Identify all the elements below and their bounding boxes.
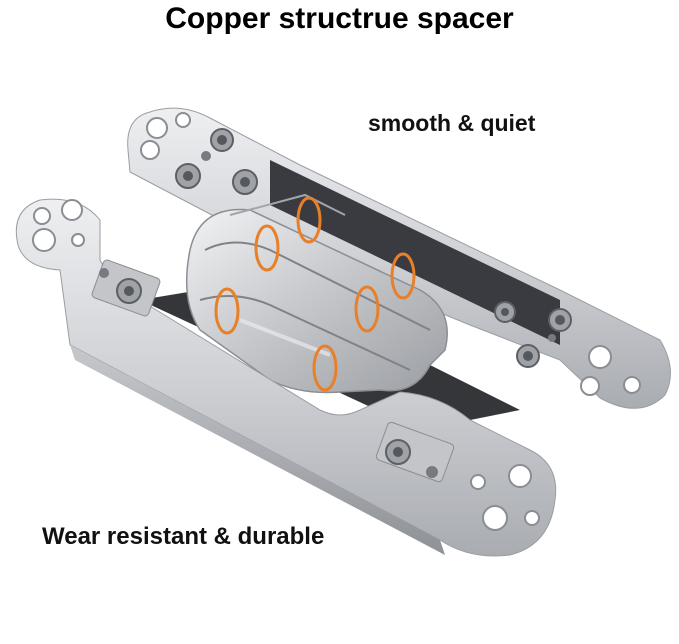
spacer-ring <box>390 252 416 300</box>
callout-smooth-quiet: smooth & quiet <box>368 110 536 136</box>
back-plate-right-end <box>494 301 641 396</box>
front-plate <box>15 198 557 557</box>
callout-wear-resistant: Wear resistant & durable <box>42 523 325 550</box>
spacer-ring <box>354 285 380 333</box>
hinge-barrel <box>185 193 448 394</box>
spacer-ring <box>296 196 322 244</box>
spacer-highlight-rings <box>214 196 416 392</box>
spacer-ring <box>312 344 338 392</box>
page-title: Copper structrue spacer <box>165 2 514 35</box>
spacer-ring <box>254 224 280 272</box>
back-plate <box>127 107 671 409</box>
spacer-ring <box>214 287 240 335</box>
